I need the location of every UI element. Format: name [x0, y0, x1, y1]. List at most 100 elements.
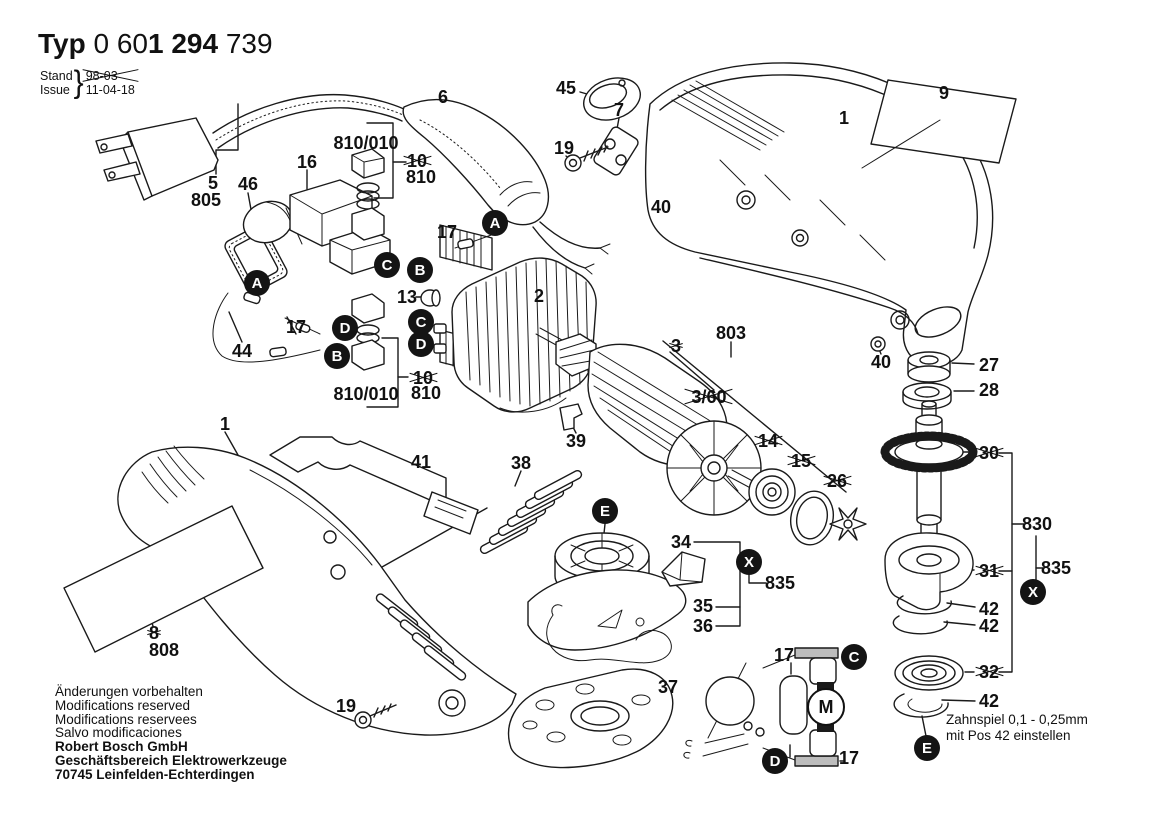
screw-19-top [564, 145, 609, 172]
part-label-810-010: 810/010 [333, 384, 399, 404]
bearing-27 [907, 351, 951, 383]
part-label-31: 31 [978, 561, 1000, 581]
part-label-3: 3 [670, 336, 682, 356]
part-label-1: 1 [838, 108, 850, 128]
part-label-17: 17 [285, 317, 307, 337]
part-label-6: 6 [437, 87, 449, 107]
footer-line-4: Salvo modificaciones [55, 725, 182, 741]
spring-washers-42 [892, 595, 953, 635]
part-label-28: 28 [978, 380, 1000, 400]
part-label-46: 46 [237, 174, 259, 194]
carbon-brush-bottom [351, 293, 385, 371]
part-label-1: 1 [219, 414, 231, 434]
bellows-38 [479, 469, 583, 555]
badge-m: M [807, 688, 845, 726]
typ-digits-light1: 0 60 [93, 28, 148, 59]
part-label-10: 10 [406, 151, 428, 171]
part-label-45: 45 [555, 78, 577, 98]
screw-19-bottom [354, 703, 397, 729]
part-label-17: 17 [436, 222, 458, 242]
wire-clip-36 [546, 604, 672, 664]
badge-c: C [374, 252, 400, 278]
part-label-16: 16 [296, 152, 318, 172]
label-plate-808 [63, 505, 264, 653]
part-label-835: 835 [1040, 558, 1072, 578]
part-label-9: 9 [938, 83, 950, 103]
part-label-27: 27 [978, 355, 1000, 375]
part-label-26: 26 [826, 471, 848, 491]
footer-line-7: 70745 Leinfelden-Echterdingen [55, 766, 255, 782]
fan-26 [829, 507, 867, 541]
badge-x: X [736, 549, 762, 575]
part-label-42: 42 [978, 616, 1000, 636]
part-label-35: 35 [692, 596, 714, 616]
type-number-title: Typ 0 601 294 739 [38, 28, 273, 60]
note-line-2: mit Pos 42 einstellen [946, 728, 1071, 743]
part-label-44: 44 [231, 341, 253, 361]
badge-c: C [841, 644, 867, 670]
typ-digits-bold: 1 294 [147, 28, 219, 59]
revision-stamp: Stand Issue } 98-03 11-04-18 [40, 65, 135, 100]
part-label-37: 37 [657, 677, 679, 697]
cord-sleeve [402, 98, 611, 275]
slider-41 [269, 436, 479, 535]
power-cord-plug [95, 93, 405, 201]
part-label-14: 14 [757, 431, 779, 451]
footer-line-5: Robert Bosch GmbH [55, 739, 188, 755]
part-label-42: 42 [978, 599, 1000, 619]
carbon-brush-top [351, 148, 385, 241]
bearing-14 [748, 468, 796, 516]
typ-word: Typ [38, 28, 86, 59]
issue-value: 11-04-18 [85, 83, 135, 97]
badge-b: B [407, 257, 433, 283]
stand-value: 98-03 [86, 69, 135, 83]
part-label-830: 830 [1021, 514, 1053, 534]
part-label-17: 17 [773, 645, 795, 665]
part-label-42: 42 [978, 691, 1000, 711]
badge-e: E [914, 735, 940, 761]
part-label-34: 34 [670, 532, 692, 552]
part-label-803: 803 [715, 323, 747, 343]
part-label-15: 15 [790, 451, 812, 471]
typ-digits-light2: 739 [225, 28, 273, 59]
part-label-3-60: 3/60 [691, 387, 727, 407]
part-label-36: 36 [692, 616, 714, 636]
sleeve-13 [420, 289, 441, 307]
label-plate-9 [861, 79, 1017, 169]
part-label-17: 17 [838, 748, 860, 768]
badge-a: A [482, 210, 508, 236]
clamp-39 [559, 403, 583, 431]
gear-play-note: Zahnspiel 0,1 - 0,25mm mit Pos 42 einste… [946, 712, 1088, 744]
part-label-19: 19 [553, 138, 575, 158]
bearing-32 [894, 655, 964, 691]
part-label-835: 835 [764, 573, 796, 593]
footer-line-2: Modifications reserved [55, 697, 191, 713]
eccentric-31 [884, 532, 974, 611]
hex-nut-40-right [870, 336, 886, 352]
part-label-40: 40 [650, 197, 672, 217]
stand-label: Stand [40, 69, 73, 83]
connection-wires [212, 232, 498, 363]
part-label-808: 808 [148, 640, 180, 660]
part-label-810: 810 [410, 383, 442, 403]
stamp-brace: } [73, 65, 84, 100]
badge-a: A [244, 270, 270, 296]
badge-e: E [592, 498, 618, 524]
part-label-19: 19 [335, 696, 357, 716]
footer-line-6: Geschäftsbereich Elektrowerkzeuge [55, 752, 287, 768]
sanding-pad-37 [507, 668, 674, 769]
footer-line-1: Änderungen vorbehalten [55, 684, 203, 699]
retaining-clip-42 [893, 693, 949, 718]
part-label-39: 39 [565, 431, 587, 451]
badge-d: D [332, 315, 358, 341]
part-label-7: 7 [613, 100, 625, 120]
part-label-41: 41 [410, 452, 432, 472]
note-line-1: Zahnspiel 0,1 - 0,25mm [946, 712, 1088, 727]
part-label-10: 10 [412, 368, 434, 388]
part-label-2: 2 [533, 286, 545, 306]
badge-b: B [324, 343, 350, 369]
wedge-34 [661, 551, 706, 587]
